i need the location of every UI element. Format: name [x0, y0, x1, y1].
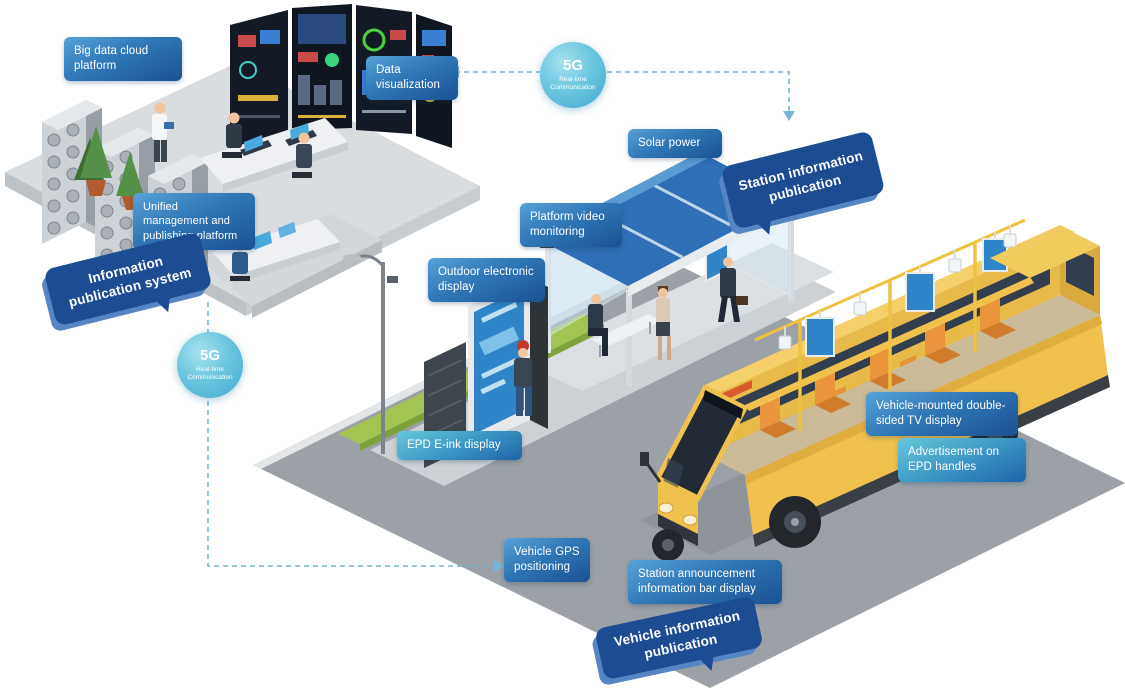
bus-shelter [536, 152, 794, 386]
bus-floor [705, 295, 1100, 475]
label-platform-video-monitoring: Platform video monitoring [520, 203, 622, 247]
plants [74, 126, 144, 210]
bus-poles [754, 218, 1026, 431]
label-station-announcement-bar: Station announcement information bar dis… [628, 560, 782, 604]
badge-5g-top: 5G Real-time Communication [540, 42, 606, 108]
arrow-right-icon [494, 560, 505, 572]
label-solar-power: Solar power [628, 129, 722, 158]
shelter-bench [592, 314, 662, 347]
person-bench [588, 294, 608, 356]
person-standing-woman [656, 286, 671, 360]
bus-mirror [640, 452, 649, 466]
people-control-room [152, 102, 312, 281]
connectors [207, 71, 790, 567]
badge-5g-subtitle: Real-time Communication [187, 365, 233, 381]
label-epd-handles-advertisement: Advertisement on EPD handles [898, 438, 1026, 482]
briefcase [736, 296, 748, 305]
pedestrians [514, 257, 748, 416]
connector-5g-to-station [607, 71, 790, 112]
badge-5g-subtitle: Real-time Communication [550, 75, 596, 91]
outdoor-kiosk [424, 278, 548, 468]
badge-5g-title: 5G [199, 346, 220, 364]
label-vehicle-tv-display: Vehicle-mounted double-sided TV display [866, 392, 1018, 436]
bus-front [640, 384, 749, 546]
badge-5g-left: 5G Real-time Communication [177, 332, 243, 398]
pole-camera [387, 276, 398, 283]
street-lamp [343, 254, 398, 454]
dashboard-widgets [238, 14, 446, 118]
bus-route-sign [703, 390, 743, 419]
label-epd-eink-display: EPD E-ink display [397, 431, 522, 460]
arrow-down-icon [783, 111, 795, 121]
label-data-visualization: Data visualization [366, 56, 458, 100]
kiosk-screen [474, 288, 524, 434]
label-vehicle-gps-positioning: Vehicle GPS positioning [504, 538, 590, 582]
bus-rear-section [990, 226, 1100, 315]
person-red-hat [514, 340, 532, 416]
label-big-data-cloud-platform: Big data cloud platform [64, 37, 182, 81]
connector-5g-to-vehicle-gps [207, 302, 496, 567]
person-walking-man [718, 257, 748, 322]
label-outdoor-electronic-display: Outdoor electronic display [428, 258, 545, 302]
badge-5g-title: 5G [562, 56, 583, 74]
bus-epd-handles [778, 225, 1017, 350]
